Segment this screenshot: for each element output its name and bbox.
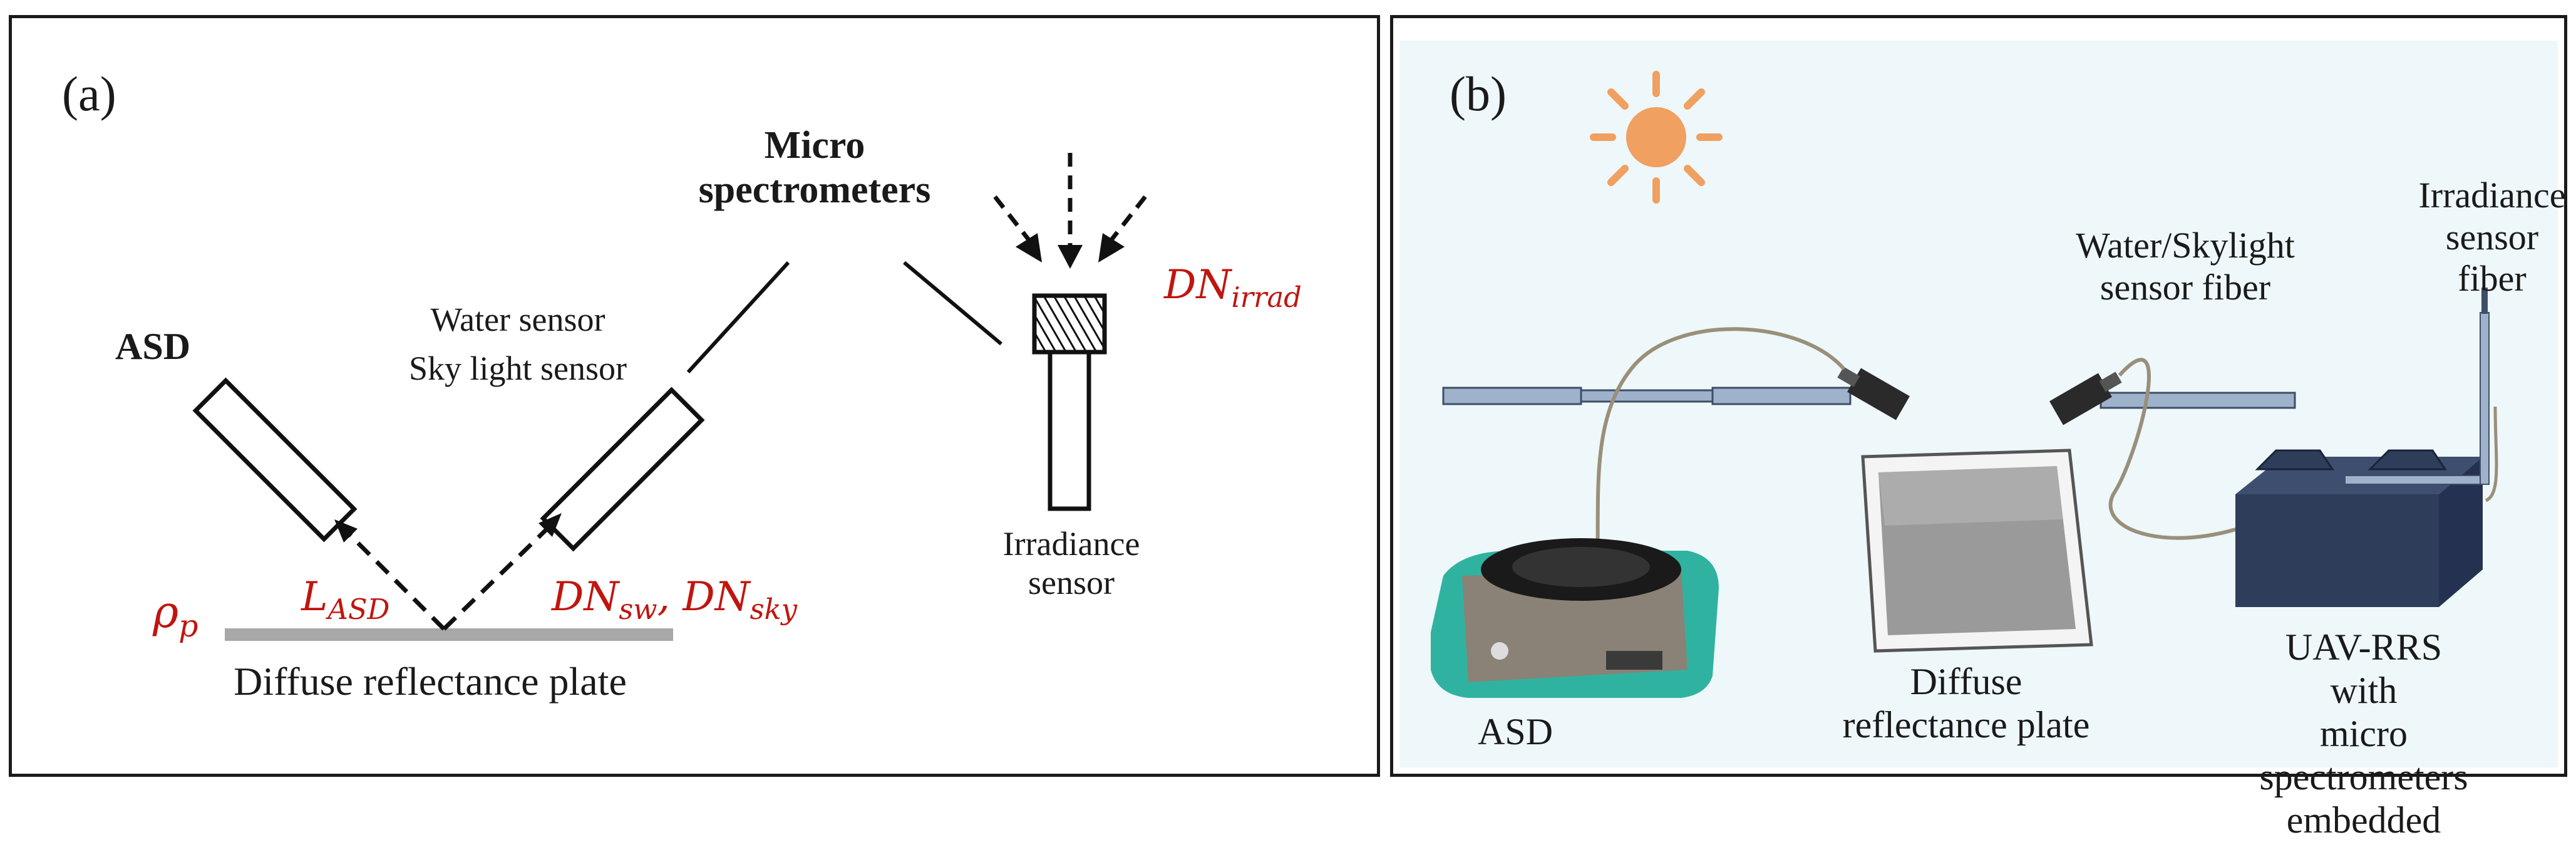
panel-b-drawing	[1431, 71, 2498, 698]
asd-device-label: ASD	[1478, 711, 1553, 752]
arrowhead-asd	[334, 519, 358, 543]
diffuse-plate-device	[1861, 449, 2093, 653]
water-sensor-label: Water sensor	[430, 301, 605, 338]
sky-sensor-label: Sky light sensor	[408, 350, 627, 387]
dn-irrad-symbol: DNirrad	[1164, 262, 1302, 313]
arrowhead-down-right	[1098, 233, 1125, 262]
diffuse-plate-bar	[225, 628, 673, 641]
plate-device-label: Diffuse reflectance plate	[1842, 661, 2090, 746]
left-sensor-head	[1837, 366, 1910, 420]
water-sky-sensor-box	[540, 387, 705, 552]
connector-line-water	[686, 261, 790, 374]
irradiance-sensor-label: Irradiance sensor	[1002, 525, 1140, 602]
panel-b-label: (b)	[1450, 66, 1507, 121]
panel-b: (b) Water/Skylight sensor fiber Irradian…	[1390, 15, 2567, 841]
rho-sub: p	[178, 608, 198, 644]
dn-sw-text: DN	[552, 574, 619, 620]
irradiance-sensor-head	[1032, 293, 1107, 355]
arrowhead-water	[538, 513, 562, 537]
panel-a-label: (a)	[62, 66, 116, 121]
dn-sky-text: DN	[683, 574, 750, 620]
uav-rrs-device	[2235, 288, 2490, 607]
panel-a: (a) ASD Micro spectrometers Water sensor…	[9, 15, 1380, 777]
irradiance-sensor-body	[1048, 350, 1091, 511]
dn-sw-sky-symbol: DNsw, DNsky	[552, 574, 797, 625]
asd-sensor-box	[192, 377, 358, 543]
l-asd-sub: ASD	[327, 592, 390, 626]
right-rail	[2099, 392, 2296, 409]
arrowhead-down-left	[1016, 233, 1042, 262]
l-asd-text: L	[301, 574, 328, 620]
diffuse-plate-label: Diffuse reflectance plate	[234, 659, 627, 704]
uav-device-label: UAV-RRS with micro spectrometers embedde…	[2259, 626, 2468, 841]
sun-icon	[1590, 71, 1723, 204]
l-asd-symbol: LASD	[301, 574, 389, 625]
dn-irrad-sub: irrad	[1231, 280, 1302, 314]
dn-sky-sub: sky	[750, 592, 798, 626]
dn-sw-sub: sw	[619, 592, 657, 626]
asd-device	[1431, 538, 1719, 698]
rho-p-symbol: ρp	[153, 587, 198, 644]
dn-irrad-text: DN	[1164, 262, 1232, 308]
water-fiber-label: Water/Skylight sensor fiber	[2076, 225, 2295, 308]
water-fiber	[2108, 358, 2265, 540]
right-sensor-head	[2049, 372, 2122, 425]
asd-fiber	[1592, 327, 1846, 626]
irradiance-fiber-line	[2485, 406, 2498, 502]
irradiance-fiber-label: Irradiance sensor fiber	[2418, 175, 2566, 299]
comma-text: ,	[657, 574, 683, 620]
arrowhead-down-center	[1058, 245, 1083, 269]
rho-text: ρ	[153, 586, 179, 638]
panel-a-drawing	[192, 153, 1147, 641]
left-pole	[1442, 387, 1852, 405]
incoming-light-arrows	[993, 153, 1147, 247]
micro-spectrometers-label: Micro spectrometers	[698, 124, 931, 212]
asd-label: ASD	[115, 326, 191, 367]
reflection-arrows	[345, 524, 552, 631]
connector-line-irradiance	[903, 261, 1002, 346]
